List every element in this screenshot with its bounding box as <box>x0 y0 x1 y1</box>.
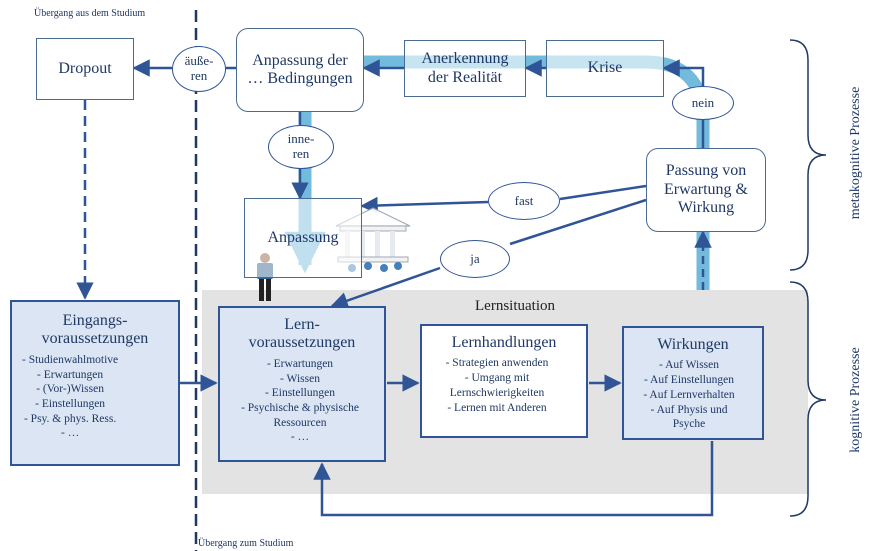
external-label: äuße- ren <box>184 53 214 83</box>
list-item: Auf Einstellungen <box>634 373 744 388</box>
almost-ellipse: fast <box>488 182 560 220</box>
list-item: Strategien anwenden <box>432 356 562 371</box>
entry-requirements-box: Eingangs- voraussetzungen Studienwahlmot… <box>10 300 180 466</box>
cognitive-label: kognitive Prozesse <box>848 347 863 453</box>
no-ellipse: nein <box>672 86 734 120</box>
list-item: Wissen <box>230 372 370 387</box>
crisis-box: Krise <box>546 40 664 97</box>
adjustment-label: Anpassung <box>267 228 339 246</box>
acceptance-reality-box: Anerkennung der Realität <box>404 40 526 97</box>
entry-requirements-list: Studienwahlmotive Erwartungen (Vor-)Wiss… <box>22 353 118 441</box>
internal-label: inne- ren <box>287 131 315 161</box>
learning-requirements-list: Erwartungen Wissen Einstellungen Psychis… <box>230 357 370 445</box>
entry-requirements-title: Eingangs- voraussetzungen <box>41 312 149 348</box>
list-item: Erwartungen <box>230 357 370 372</box>
adjustment-box: Anpassung <box>244 198 362 278</box>
list-item: Einstellungen <box>230 386 370 401</box>
fit-expectation-box: Passung von Erwartung & Wirkung <box>646 148 766 232</box>
list-item: Psy. & phys. Ress. <box>22 412 118 427</box>
learning-actions-box: Lernhandlungen Strategien anwenden Umgan… <box>420 324 588 438</box>
effects-box: Wirkungen Auf Wissen Auf Einstellungen A… <box>622 326 764 440</box>
fit-expectation-label: Passung von Erwartung & Wirkung <box>664 162 748 217</box>
yes-ellipse: ja <box>440 240 510 278</box>
learning-actions-title: Lernhandlungen <box>451 334 557 351</box>
transition-out-label: Übergang aus dem Studium <box>34 8 146 19</box>
list-item: Einstellungen <box>22 397 118 412</box>
effects-list: Auf Wissen Auf Einstellungen Auf Lernver… <box>634 358 744 432</box>
yes-label: ja <box>470 250 480 266</box>
list-item: Lernen mit Anderen <box>432 401 562 416</box>
internal-ellipse: inne- ren <box>268 125 334 169</box>
crisis-label: Krise <box>587 59 623 77</box>
list-item: Auf Wissen <box>634 358 744 373</box>
brace-metakognitiv <box>789 39 827 271</box>
effects-title: Wirkungen <box>657 336 729 353</box>
learning-requirements-title: Lern- voraussetzungen <box>248 316 356 352</box>
learning-actions-list: Strategien anwenden Umgang mit Lernschwi… <box>432 356 562 415</box>
list-item: Auf Lernverhalten <box>634 388 744 403</box>
list-item: (Vor-)Wissen <box>22 382 118 397</box>
almost-label: fast <box>514 192 534 208</box>
list-item: Erwartungen <box>22 368 118 383</box>
brace-kognitiv <box>789 281 827 517</box>
external-ellipse: äuße- ren <box>172 46 226 92</box>
list-item: Psychische & physische Ressourcen <box>230 401 370 430</box>
list-item: Studienwahlmotive <box>22 353 118 368</box>
list-item: … <box>230 430 370 445</box>
adjust-conditions-box: Anpassung der … Bedingungen <box>236 28 364 112</box>
lernsituation-label: Lernsituation <box>475 298 555 314</box>
list-item: Auf Physis und Psyche <box>634 403 744 432</box>
metacognitive-label: metakognitive Prozesse <box>848 86 863 220</box>
list-item: … <box>22 426 118 441</box>
dropout-label: Dropout <box>58 59 112 77</box>
dropout-box: Dropout <box>36 38 134 100</box>
adjust-conditions-label: Anpassung der … Bedingungen <box>247 51 353 87</box>
no-label: nein <box>691 94 715 110</box>
learning-requirements-box: Lern- voraussetzungen Erwartungen Wissen… <box>218 306 386 462</box>
list-item: Umgang mit Lernschwierigkeiten <box>432 371 562 400</box>
acceptance-reality-label: Anerkennung der Realität <box>421 50 509 86</box>
transition-in-label: Übergang zum Studium <box>198 538 294 549</box>
